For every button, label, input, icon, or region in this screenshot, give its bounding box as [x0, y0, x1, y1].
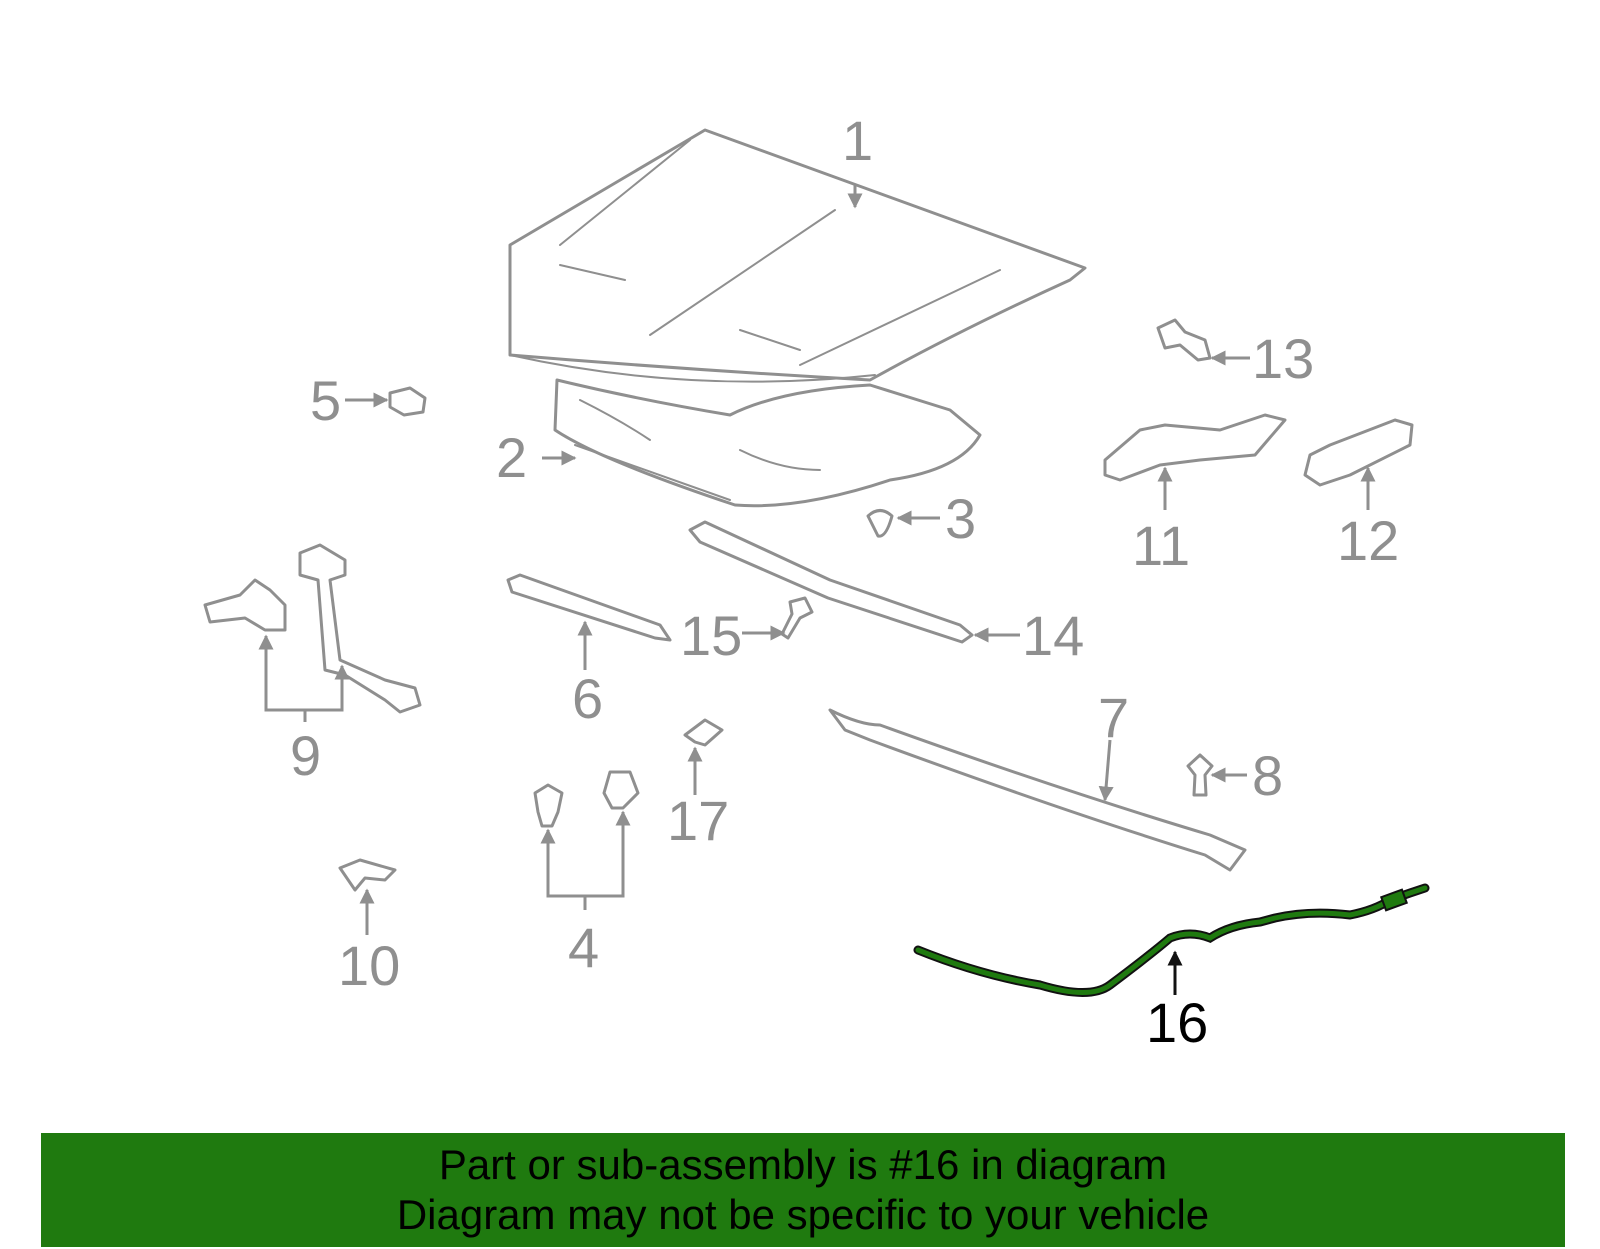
- callout-5: 5: [310, 369, 341, 432]
- clip-part-17: [683, 718, 724, 747]
- bolt-part-13: [1156, 318, 1212, 362]
- callout-17: 17: [667, 789, 729, 852]
- bolt-part-15: [780, 596, 814, 640]
- clip-part-5: [388, 386, 427, 417]
- banner-line-1: Part or sub-assembly is #16 in diagram: [438, 1141, 1168, 1188]
- callout-12: 12: [1337, 509, 1399, 572]
- callout-2: 2: [496, 426, 527, 489]
- hood-part: [508, 128, 1087, 383]
- fastener-part-4: [533, 770, 640, 828]
- callout-7: 7: [1098, 686, 1129, 749]
- callout-14: 14: [1022, 604, 1084, 667]
- callout-15: 15: [680, 604, 742, 667]
- seal-part-6: [506, 573, 672, 642]
- callout-8: 8: [1252, 744, 1283, 807]
- callout-11: 11: [1132, 514, 1190, 577]
- release-cable-handle: [1379, 888, 1409, 912]
- callout-3: 3: [945, 487, 976, 550]
- banner-line-2: Diagram may not be specific to your vehi…: [396, 1191, 1210, 1238]
- callout-10: 10: [338, 934, 400, 997]
- clip-part-8: [1186, 753, 1214, 797]
- info-banner: Part or sub-assembly is #16 in diagram D…: [41, 1133, 1565, 1247]
- release-cable-fill: [915, 885, 1428, 995]
- hinge-part-12: [1303, 418, 1414, 487]
- hood-insulator-part: [553, 378, 982, 508]
- bumper-part-3: [866, 509, 894, 538]
- callout-4: 4: [568, 916, 599, 979]
- clip-part-10: [338, 858, 397, 892]
- latch-assembly-part-9: [203, 543, 422, 714]
- callout-1: 1: [842, 109, 873, 172]
- callout-9: 9: [290, 724, 321, 787]
- leader-lines: [258, 185, 1376, 995]
- callout-6: 6: [572, 667, 603, 730]
- strut-part-14: [688, 520, 974, 644]
- callout-16: 16: [1146, 991, 1208, 1054]
- bracket-part-11: [1103, 413, 1287, 482]
- prop-rod-part-7: [828, 708, 1247, 872]
- callout-13: 13: [1252, 327, 1314, 390]
